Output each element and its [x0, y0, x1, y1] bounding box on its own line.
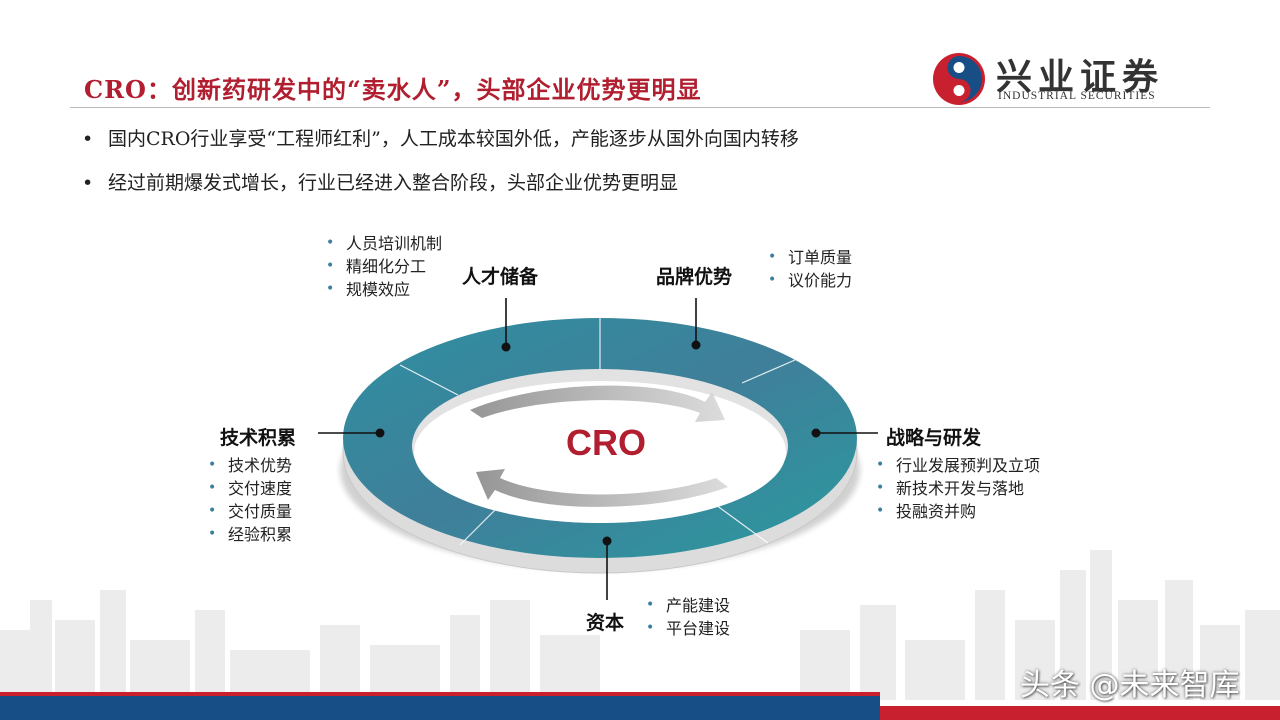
cycle-arrow-bottom-icon [476, 469, 728, 507]
node-label-talent: 人才储备 [462, 266, 539, 288]
list-item: 交付质量 [206, 500, 292, 523]
footer-blue-bar [0, 696, 880, 720]
strategy-items: 行业发展预判及立项 新技术开发与落地 投融资并购 [874, 454, 1040, 523]
cycle-arrow-top-icon [470, 385, 725, 422]
list-item: 议价能力 [766, 269, 852, 292]
node-label-strategy: 战略与研发 [886, 427, 982, 449]
list-item: 投融资并购 [874, 500, 1040, 523]
footer-red-bar [880, 706, 1280, 720]
list-item: 精细化分工 [324, 255, 442, 278]
node-dot-tech [375, 428, 385, 438]
node-label-brand: 品牌优势 [656, 266, 733, 288]
intro-bullet-2: 经过前期爆发式增长，行业已经进入整合阶段，头部企业优势更明显 [82, 168, 799, 198]
logo-english-name: INDUSTRIAL SECURITIES [998, 90, 1156, 102]
ring-segment-dividers [399, 318, 796, 546]
capital-items: 产能建设 平台建设 [644, 594, 730, 640]
list-item: 行业发展预判及立项 [874, 454, 1040, 477]
node-dot-capital [602, 536, 612, 546]
intro-bullets: 国内CRO行业享受“工程师红利”，人工成本较国外低，产能逐步从国外向国内转移 经… [82, 124, 799, 212]
brand-items: 订单质量 议价能力 [766, 246, 852, 292]
talent-items: 人员培训机制 精细化分工 规模效应 [324, 232, 442, 301]
company-logo: 兴业证券 INDUSTRIAL SECURITIES [930, 50, 1190, 108]
footer-red-strip [0, 692, 880, 696]
node-dot-brand [691, 340, 701, 350]
tech-items: 技术优势 交付速度 交付质量 经验积累 [206, 454, 292, 546]
title-divider [70, 107, 1210, 108]
list-item: 产能建设 [644, 594, 730, 617]
node-label-capital: 资本 [586, 612, 625, 634]
list-item: 经验积累 [206, 523, 292, 546]
intro-bullet-1: 国内CRO行业享受“工程师红利”，人工成本较国外低，产能逐步从国外向国内转移 [82, 124, 799, 154]
center-label: CRO [566, 422, 646, 463]
city-skyline-background [0, 550, 1280, 700]
list-item: 规模效应 [324, 278, 442, 301]
slide-title: CRO：创新药研发中的“卖水人”，头部企业优势更明显 [84, 75, 702, 104]
source-watermark: 头条 @未来智库 [1020, 668, 1240, 703]
node-label-tech: 技术积累 [220, 427, 297, 449]
list-item: 技术优势 [206, 454, 292, 477]
logo-name: 兴业证券 [996, 56, 1165, 98]
list-item: 交付速度 [206, 477, 292, 500]
logo-mark-icon [933, 53, 985, 105]
list-item: 新技术开发与落地 [874, 477, 1040, 500]
list-item: 平台建设 [644, 617, 730, 640]
node-dot-strategy [811, 428, 821, 438]
node-connectors [318, 298, 878, 600]
list-item: 订单质量 [766, 246, 852, 269]
node-dot-talent [501, 342, 511, 352]
list-item: 人员培训机制 [324, 232, 442, 255]
